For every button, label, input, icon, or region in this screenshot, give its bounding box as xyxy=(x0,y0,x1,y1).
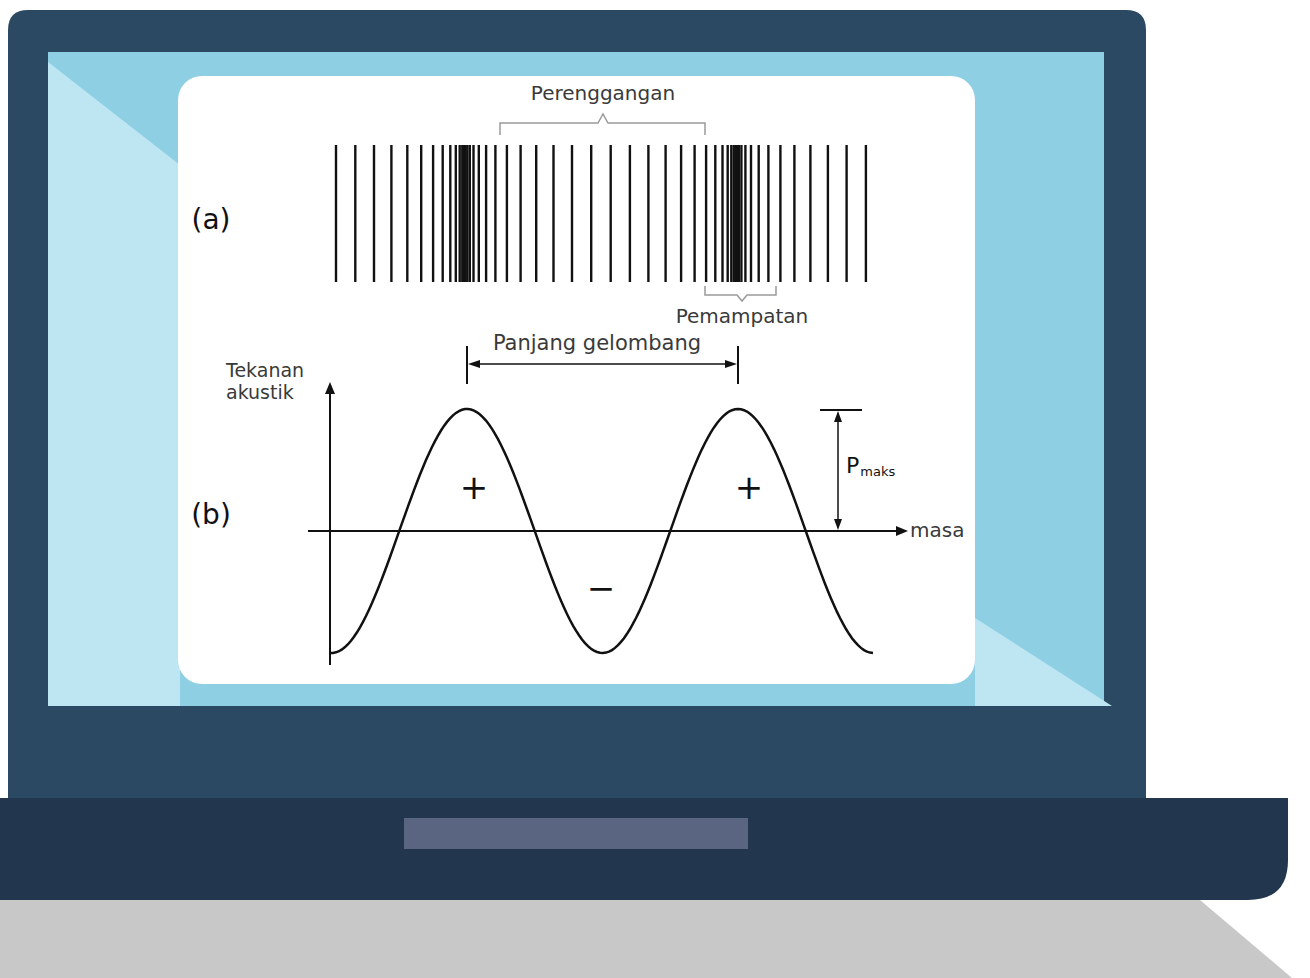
axis-label: Tekanan akustik xyxy=(226,360,304,404)
particle-line xyxy=(680,145,682,282)
particle-line xyxy=(758,145,760,282)
particle-line xyxy=(432,145,434,282)
screen xyxy=(48,52,1104,706)
particle-line xyxy=(455,145,457,282)
bracket-label: Perenggangan xyxy=(531,82,675,105)
particle-line xyxy=(750,145,752,282)
bracket xyxy=(500,114,705,135)
particle-line xyxy=(463,145,465,282)
particle-line xyxy=(740,145,742,282)
dimension-label: Panjang gelombang xyxy=(493,331,701,355)
particle-line xyxy=(406,145,408,282)
trackpad xyxy=(404,818,748,849)
particle-line xyxy=(472,145,474,282)
particle-line xyxy=(779,145,781,282)
particle-line xyxy=(469,145,471,282)
arrowhead xyxy=(468,360,480,368)
particle-line xyxy=(767,145,769,282)
tick xyxy=(737,346,739,384)
particle-line xyxy=(809,145,811,282)
particle-line xyxy=(693,145,695,282)
floor xyxy=(0,900,1292,978)
x-axis xyxy=(308,530,898,532)
screen-frame xyxy=(8,10,1146,800)
symbol-label: P xyxy=(846,453,859,478)
particle-line xyxy=(449,145,451,282)
screen-shade xyxy=(48,62,180,706)
particle-line xyxy=(464,145,466,282)
pressure-wave xyxy=(330,409,873,653)
particle-line xyxy=(738,145,740,282)
particle-line xyxy=(827,145,829,282)
arrowhead xyxy=(834,519,842,530)
bracket-label: Pemampatan xyxy=(676,305,809,328)
arrowhead xyxy=(325,382,335,394)
particle-line xyxy=(373,145,375,282)
particle-line xyxy=(664,145,666,282)
screen-shade xyxy=(975,618,1112,706)
particle-line xyxy=(420,145,422,282)
particle-line xyxy=(744,145,746,282)
particle-line xyxy=(705,145,707,282)
particle-line xyxy=(730,145,732,282)
particle-line xyxy=(461,145,463,282)
particle-line xyxy=(442,145,444,282)
sign-label: + xyxy=(735,468,764,507)
particle-line xyxy=(478,145,480,282)
arrowhead xyxy=(725,360,737,368)
particle-line xyxy=(354,145,356,282)
particle-line xyxy=(466,145,468,282)
laptop-base xyxy=(0,798,1288,900)
particle-line xyxy=(845,145,847,282)
particle-line xyxy=(727,145,729,282)
bracket xyxy=(705,286,776,301)
dimension-line xyxy=(837,420,839,521)
particle-line xyxy=(647,145,649,282)
particle-line xyxy=(733,145,735,282)
particle-line xyxy=(494,145,496,282)
particle-line xyxy=(485,145,487,282)
panel-label: (a) xyxy=(192,204,231,236)
particle-line xyxy=(506,145,508,282)
particle-line xyxy=(552,145,554,282)
particle-line xyxy=(571,145,573,282)
particle-line xyxy=(590,145,592,282)
particle-line xyxy=(610,145,612,282)
particle-line xyxy=(714,145,716,282)
symbol-subscript: maks xyxy=(860,465,895,480)
particle-line xyxy=(629,145,631,282)
tick xyxy=(466,346,468,384)
y-axis xyxy=(329,392,331,665)
arrowhead xyxy=(896,526,908,536)
particle-line xyxy=(734,145,736,282)
particle-line xyxy=(335,145,337,282)
particle-line xyxy=(459,145,461,282)
axis-label: masa xyxy=(910,519,964,542)
particle-line xyxy=(390,145,392,282)
particle-line xyxy=(793,145,795,282)
panel-label: (b) xyxy=(191,499,231,531)
sign-label: − xyxy=(587,569,616,608)
arrowhead xyxy=(834,411,842,422)
particle-lines xyxy=(336,145,866,282)
tick xyxy=(820,409,862,411)
card xyxy=(178,76,975,684)
particle-line xyxy=(865,145,867,282)
particle-line xyxy=(721,145,723,282)
dimension-line xyxy=(477,363,728,365)
particle-line xyxy=(519,145,521,282)
particle-line xyxy=(736,145,738,282)
particle-line xyxy=(535,145,537,282)
sign-label: + xyxy=(460,468,489,507)
